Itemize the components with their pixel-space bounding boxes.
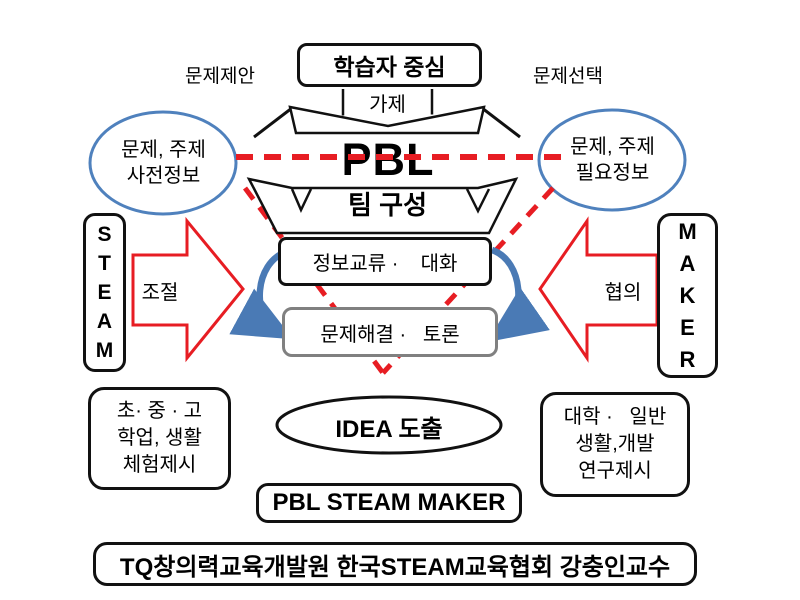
maker-letter: A bbox=[679, 250, 696, 276]
problem-solve-box: 문제해결 · 토론 bbox=[282, 307, 498, 357]
univ-line: 생활,개발 bbox=[575, 433, 655, 455]
team-building-label: 팀 구성 bbox=[348, 189, 427, 220]
idea-ellipse bbox=[275, 395, 503, 455]
cycle-arrow-left bbox=[229, 248, 294, 340]
gaje-label: 가제 bbox=[369, 93, 406, 116]
adjust-right-arrow bbox=[131, 216, 245, 363]
univ-line: 연구제시 bbox=[578, 460, 652, 482]
idea-label: IDEA 도출 bbox=[335, 415, 443, 443]
maker-letter: E bbox=[680, 314, 695, 340]
left-ellipse-line: 문제, 주제 bbox=[121, 139, 206, 161]
problem-select-label: 문제선택 bbox=[533, 65, 603, 87]
pbl-steam-maker-label: PBL STEAM MAKER bbox=[272, 489, 506, 516]
left-topic-ellipse bbox=[88, 110, 238, 216]
credit-label: TQ창의력교육개발원 한국STEAM교육협회 강충인교수 bbox=[119, 553, 671, 581]
adjust-label: 조절 bbox=[141, 281, 179, 304]
steam-letter: A bbox=[96, 310, 113, 333]
school-levels-box: 초· 중 · 고 학업, 생활 체험제시 bbox=[88, 387, 231, 490]
connector-right-upper bbox=[481, 106, 521, 139]
maker-letter: R bbox=[679, 346, 696, 372]
consult-left-arrow bbox=[538, 216, 659, 363]
steam-vertical-box: S T E A M bbox=[83, 213, 126, 372]
learner-centered-label: 학습자 중심 bbox=[333, 54, 446, 80]
maker-letter: M bbox=[678, 218, 697, 244]
school-line: 체험제시 bbox=[122, 454, 197, 476]
pbl-title: PBL bbox=[341, 134, 435, 185]
steam-letter: M bbox=[95, 339, 114, 362]
upper-banner-shape bbox=[288, 105, 486, 135]
team-banner-left-notch bbox=[290, 188, 313, 214]
maker-letter: K bbox=[679, 282, 696, 308]
right-ellipse-text: 문제, 주제 필요정보 bbox=[544, 134, 681, 186]
team-banner-right-notch bbox=[465, 188, 491, 214]
info-exchange-box: 정보교류 · 대화 bbox=[278, 237, 492, 286]
right-ellipse-line: 필요정보 bbox=[575, 162, 650, 184]
pbl-steam-maker-box: PBL STEAM MAKER bbox=[256, 483, 522, 523]
right-ellipse-line: 문제, 주제 bbox=[570, 136, 655, 158]
school-line: 초· 중 · 고 bbox=[116, 400, 203, 422]
university-box: 대학 · 일반 생활,개발 연구제시 bbox=[540, 392, 690, 497]
info-exchange-label: 정보교류 · 대화 bbox=[312, 253, 458, 275]
learner-centered-box: 학습자 중심 bbox=[297, 43, 482, 87]
cycle-arrow-right bbox=[487, 246, 550, 343]
right-topic-ellipse bbox=[537, 108, 687, 212]
team-banner-shape bbox=[246, 177, 519, 235]
left-ellipse-text: 문제, 주제 사전정보 bbox=[95, 137, 232, 189]
maker-vertical-box: M A K E R bbox=[657, 213, 718, 378]
univ-line: 대학 · 일반 bbox=[563, 406, 667, 428]
steam-letter: T bbox=[98, 252, 111, 275]
steam-letter: S bbox=[97, 223, 112, 246]
steam-letter: E bbox=[97, 281, 112, 304]
connector-left-upper bbox=[253, 106, 293, 139]
problem-propose-label: 문제제안 bbox=[185, 65, 255, 87]
left-ellipse-line: 사전정보 bbox=[126, 165, 201, 187]
problem-solve-label: 문제해결 · 토론 bbox=[320, 323, 460, 346]
consult-label: 협의 bbox=[604, 281, 642, 304]
school-line: 학업, 생활 bbox=[117, 427, 202, 449]
credit-box: TQ창의력교육개발원 한국STEAM교육협회 강충인교수 bbox=[93, 542, 697, 586]
